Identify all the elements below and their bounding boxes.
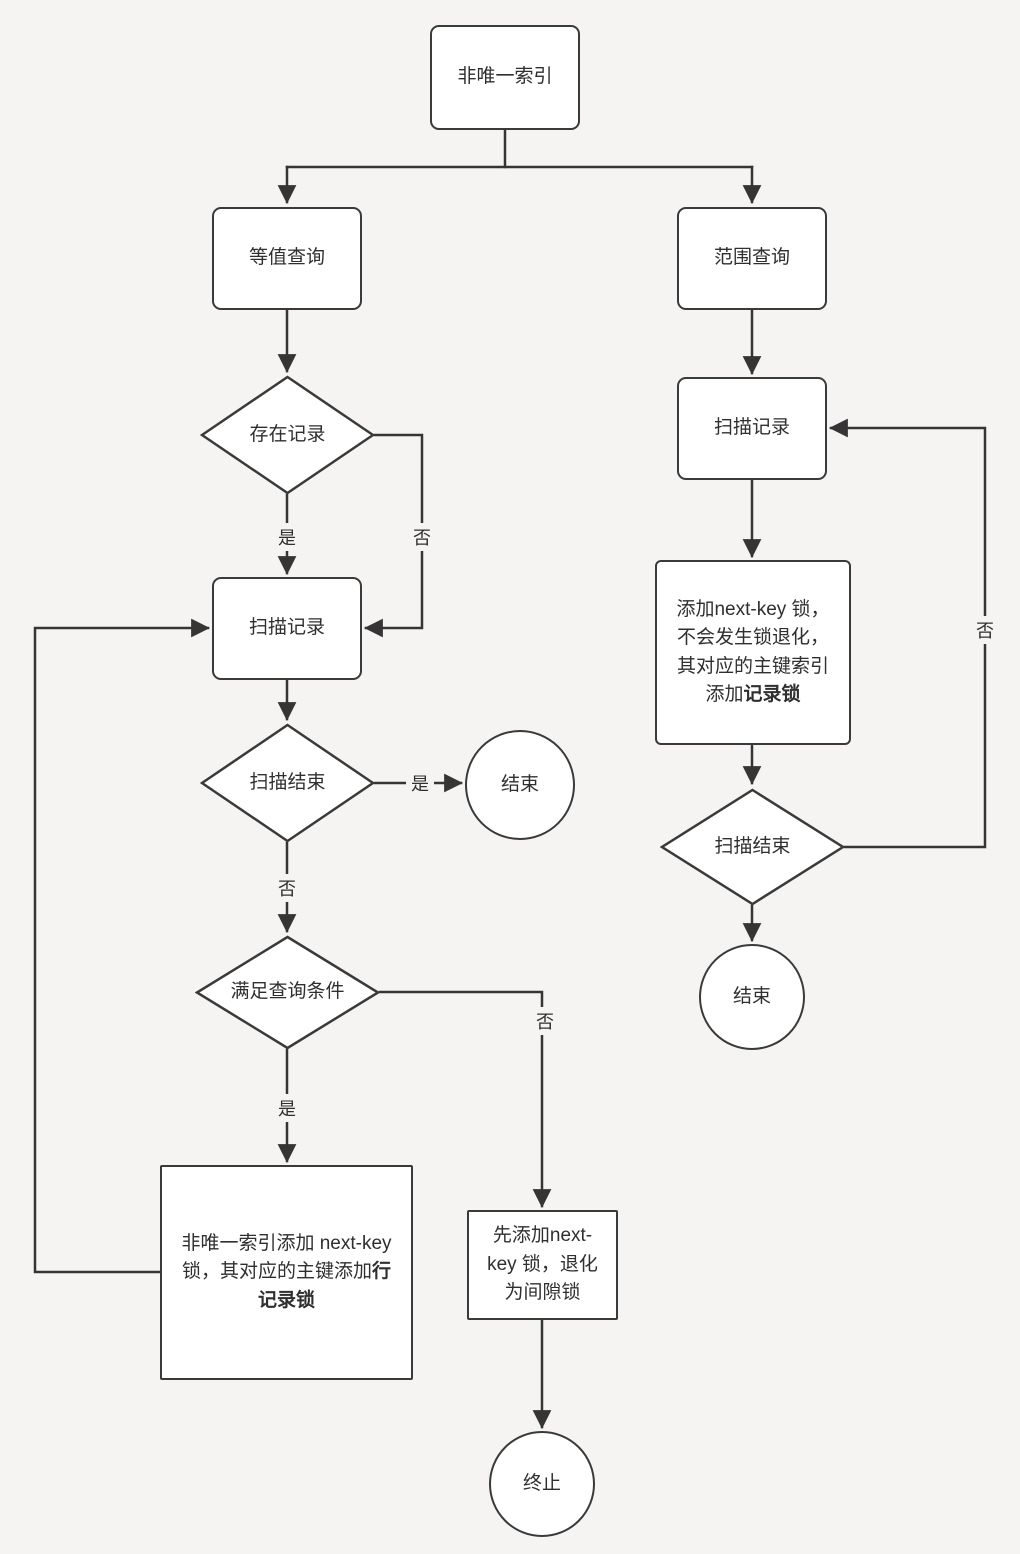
node-end-right-label: 结束 <box>732 985 771 1007</box>
node-end-right: 结束 <box>699 944 805 1050</box>
node-next-key-lock-left: 非唯一索引添加 next-key 锁，其对应的主键添加行记录锁 <box>160 1165 413 1380</box>
edge-label-scan-finished-yes: 是 <box>406 769 434 797</box>
node-range-query-label: 范围查询 <box>713 247 790 269</box>
node-end-left-label: 结束 <box>500 773 539 795</box>
edge-label-record-exists-yes: 是 <box>273 523 301 551</box>
edge-scanend-no-loop-right <box>829 418 987 849</box>
node-next-key-lock-right: 添加next-key 锁，不会发生锁退化，其对应的主键索引添加记录锁 <box>655 560 851 745</box>
node-scan-record-right: 扫描记录 <box>677 377 827 480</box>
diamond-shape <box>660 788 845 906</box>
node-scan-finished-right-label: 扫描结束 <box>714 835 791 857</box>
edge-label-scan-finished-no: 否 <box>273 874 301 902</box>
edge-nextkey-loop-to-scan <box>33 618 210 1274</box>
edge-label-range-loop-no: 否 <box>971 616 999 644</box>
node-range-query: 范围查询 <box>677 207 827 310</box>
node-equality-query: 等值查询 <box>212 207 362 310</box>
edge-condition-no-to-gaplock <box>378 990 552 1208</box>
node-end-left: 结束 <box>465 730 575 840</box>
node-terminate-label: 终止 <box>522 1472 561 1494</box>
node-start-label: 非唯一索引 <box>457 66 553 88</box>
node-gap-lock: 先添加next-key 锁，退化为间隙锁 <box>467 1210 618 1320</box>
node-terminate: 终止 <box>489 1431 595 1537</box>
diamond-shape <box>200 375 375 495</box>
diamond-shape <box>200 723 375 843</box>
edge-label-match-condition-no: 否 <box>531 1007 559 1035</box>
node-match-condition: 满足查询条件 <box>195 935 380 1050</box>
node-equality-query-label: 等值查询 <box>248 247 325 269</box>
node-scan-record-right-label: 扫描记录 <box>713 417 790 439</box>
node-scan-record-left: 扫描记录 <box>212 577 362 680</box>
node-match-condition-label: 满足查询条件 <box>230 981 345 1003</box>
edge-label-record-exists-no: 否 <box>408 523 436 551</box>
diamond-shape <box>195 935 380 1050</box>
node-scan-record-left-label: 扫描记录 <box>248 617 325 639</box>
node-scan-finished-left-label: 扫描结束 <box>249 771 326 793</box>
node-gap-lock-text: 先添加next-key 锁，退化为间隙锁 <box>487 1225 598 1304</box>
node-record-exists: 存在记录 <box>200 375 375 495</box>
node-next-key-lock-right-text: 添加next-key 锁，不会发生锁退化，其对应的主键索引添加记录锁 <box>676 598 830 706</box>
node-record-exists-label: 存在记录 <box>249 423 326 445</box>
node-scan-finished-right: 扫描结束 <box>660 788 845 906</box>
node-next-key-lock-left-text: 非唯一索引添加 next-key 锁，其对应的主键添加行记录锁 <box>181 1232 392 1311</box>
node-start: 非唯一索引 <box>430 25 580 130</box>
node-scan-finished-left: 扫描结束 <box>200 723 375 843</box>
edge-label-match-condition-yes: 是 <box>273 1094 301 1122</box>
